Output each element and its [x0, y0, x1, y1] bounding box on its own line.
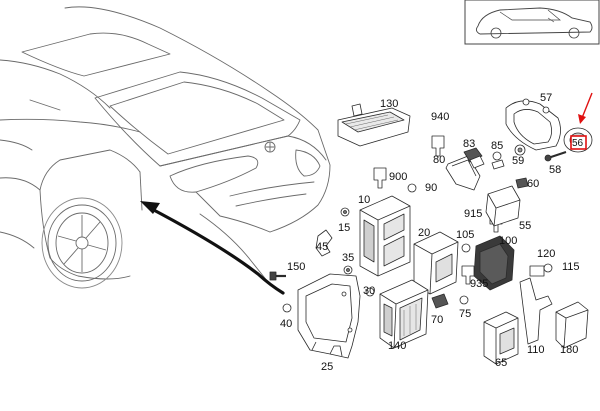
part-label-10[interactable]: 10	[358, 194, 370, 206]
part-label-900[interactable]: 900	[389, 171, 407, 183]
part-label-75[interactable]: 75	[459, 308, 471, 320]
part-label-90[interactable]: 90	[425, 182, 437, 194]
part-label-40[interactable]: 40	[280, 318, 292, 330]
part-label-915[interactable]: 915	[464, 208, 482, 220]
part-label-15[interactable]: 15	[338, 222, 350, 234]
part-label-935[interactable]: 935	[470, 278, 488, 290]
wheel	[41, 197, 123, 289]
part-label-83[interactable]: 83	[463, 138, 475, 150]
part-label-70[interactable]: 70	[431, 314, 443, 326]
part-label-58[interactable]: 58	[549, 164, 561, 176]
part-labels: 130 940 83 85 80 57 56 59 58 900 10 90 9…	[280, 92, 584, 373]
highlight-arrow	[578, 92, 593, 124]
part-label-80[interactable]: 80	[433, 154, 445, 166]
car-rear-outline	[0, 6, 331, 283]
part-label-45[interactable]: 45	[316, 241, 328, 253]
part-label-100[interactable]: 100	[499, 235, 517, 247]
part-label-130[interactable]: 130	[380, 98, 398, 110]
part-drawings	[269, 98, 593, 365]
part-label-55[interactable]: 55	[519, 220, 531, 232]
highlight-box	[570, 135, 587, 150]
part-label-85[interactable]: 85	[491, 140, 503, 152]
part-label-60[interactable]: 60	[527, 178, 539, 190]
part-label-120[interactable]: 120	[537, 248, 555, 260]
part-label-140[interactable]: 140	[388, 340, 406, 352]
part-label-25[interactable]: 25	[321, 361, 333, 373]
location-thumbnail	[464, 0, 600, 45]
part-label-57[interactable]: 57	[540, 92, 552, 104]
part-label-105[interactable]: 105	[456, 229, 474, 241]
part-label-150[interactable]: 150	[287, 261, 305, 273]
part-label-65[interactable]: 65	[495, 357, 507, 369]
part-label-30[interactable]: 30	[363, 285, 375, 297]
part-label-56[interactable]: 56	[572, 138, 584, 149]
part-label-940[interactable]: 940	[431, 111, 449, 123]
part-label-59[interactable]: 59	[512, 155, 524, 167]
part-label-35[interactable]: 35	[342, 252, 354, 264]
location-arrow	[140, 201, 285, 295]
part-label-115[interactable]: 115	[562, 261, 580, 273]
part-label-110[interactable]: 110	[527, 344, 545, 356]
part-label-180[interactable]: 180	[560, 344, 578, 356]
part-label-20[interactable]: 20	[418, 227, 430, 239]
